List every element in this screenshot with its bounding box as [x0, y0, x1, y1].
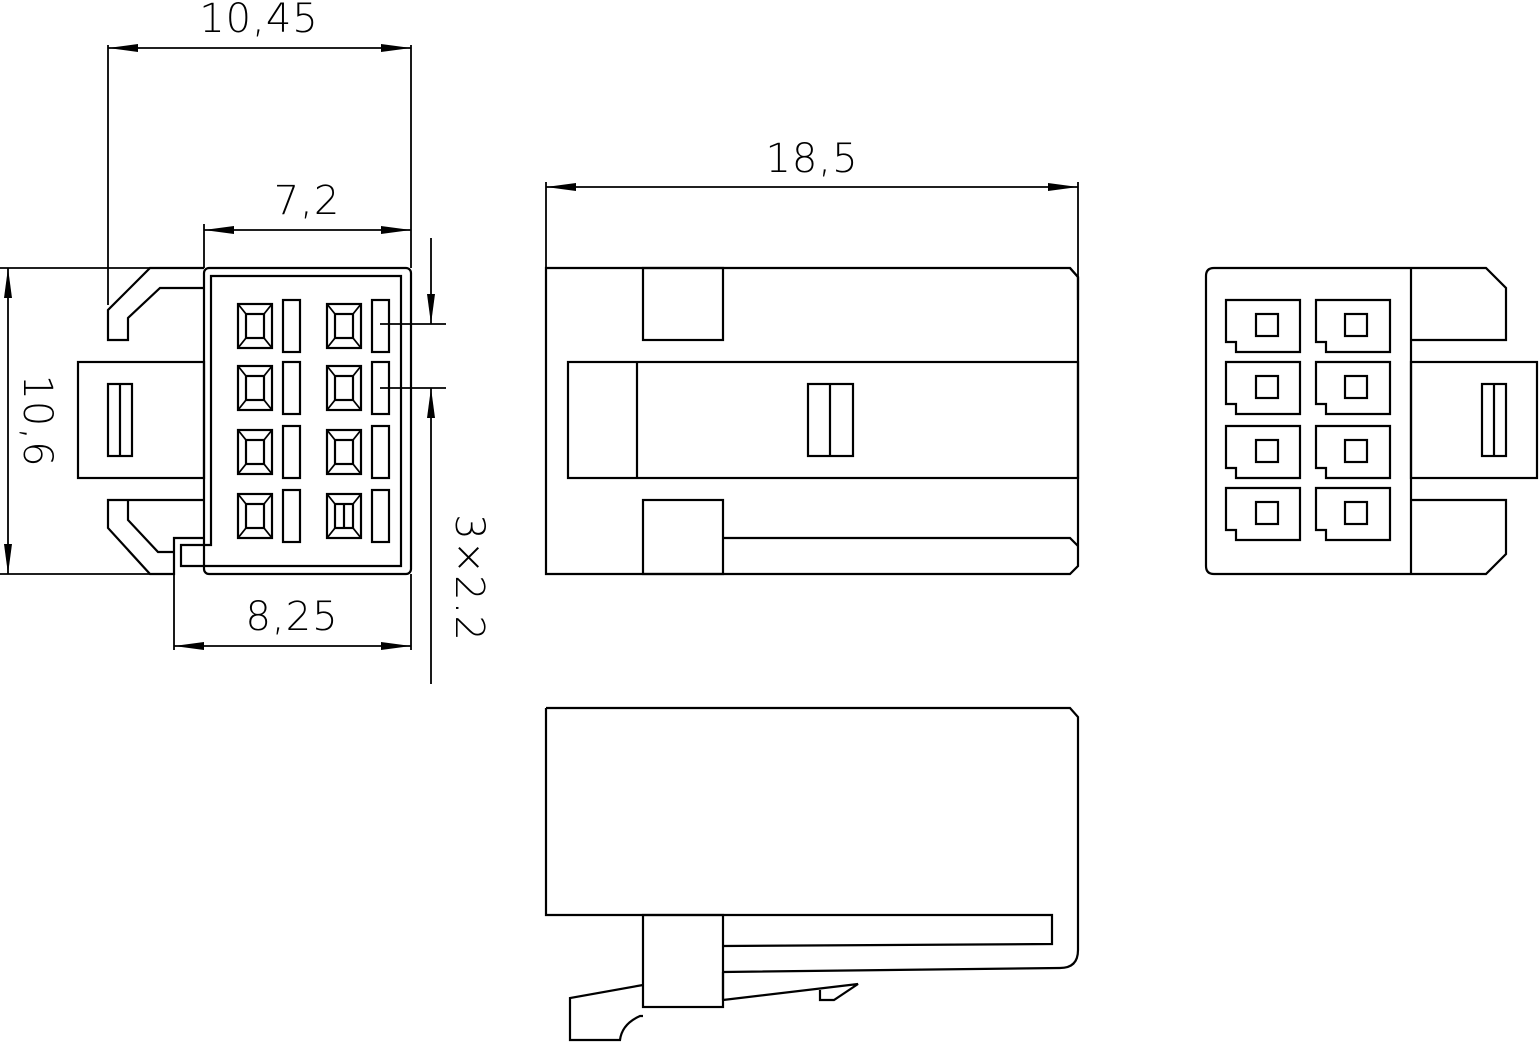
rear-cavity — [1224, 360, 1302, 416]
rear-cavity-grid — [1224, 298, 1392, 542]
rear-cavity — [1314, 486, 1392, 542]
dim-overall-width: 10,45 — [199, 0, 319, 42]
cavity — [325, 302, 363, 350]
side-top-rib — [641, 266, 725, 342]
side-housing-outline — [544, 266, 1080, 576]
front-latch-top — [106, 266, 204, 342]
cavity — [325, 428, 363, 476]
cavity-key — [281, 424, 302, 480]
side-lock-arm — [566, 360, 1080, 480]
rear-lock-tab — [1409, 360, 1539, 480]
cavity-key — [370, 488, 391, 544]
front-view: 10,45 7,2 10,6 8,25 3×2.2 — [0, 0, 492, 684]
cavity-key — [281, 488, 302, 544]
cavity-key — [281, 298, 302, 354]
dim-base-width: 8,25 — [245, 594, 338, 640]
rear-cavity — [1314, 424, 1392, 480]
cavity-key — [370, 298, 391, 354]
bottom-view — [544, 706, 1080, 1042]
dim-length: 18,5 — [765, 136, 858, 182]
cavity — [325, 364, 363, 412]
cavity-key — [281, 360, 302, 416]
bottom-rib — [641, 913, 725, 1009]
dim-pitch: 3×2.2 — [446, 514, 492, 642]
front-lock-tab — [76, 360, 206, 480]
side-bottom-rib — [641, 498, 725, 576]
cavity — [236, 428, 274, 476]
cavity — [325, 492, 363, 540]
rear-cavity — [1224, 298, 1302, 354]
cavity — [236, 302, 274, 350]
dim-height: 10,6 — [14, 374, 60, 467]
rear-cavity — [1314, 298, 1392, 354]
front-cavity-grid — [236, 298, 391, 544]
front-housing-inner — [179, 274, 403, 568]
front-latch-bottom — [106, 498, 204, 576]
bottom-housing-outline — [544, 706, 1080, 974]
front-housing-outer — [202, 266, 413, 576]
cavity-key — [370, 424, 391, 480]
side-view: 18,5 — [544, 136, 1080, 576]
cavity — [236, 364, 274, 412]
rear-cavity — [1314, 360, 1392, 416]
rear-view — [1204, 266, 1539, 576]
cavity — [236, 492, 274, 540]
rear-cavity — [1224, 424, 1302, 480]
bottom-latch-arm — [568, 983, 644, 1042]
rear-cavity — [1224, 486, 1302, 542]
dim-cavity-width: 7,2 — [274, 178, 341, 224]
